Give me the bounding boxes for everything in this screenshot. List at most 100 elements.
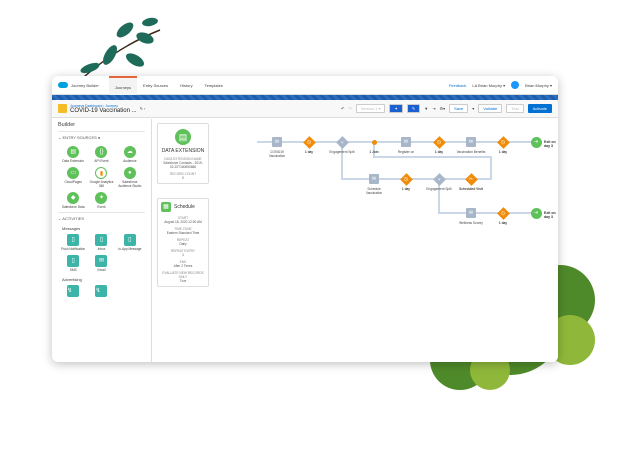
tab-history[interactable]: History [180,82,193,88]
entry-source-label: Data Extension [62,159,84,163]
breadcrumb[interactable]: Journeys Dashboard › Journey [70,103,118,108]
activity-label: 1 day [498,221,508,225]
settings-icon[interactable]: ⚙▾ [439,106,446,111]
activity-label: Vaccination Benefits [456,150,486,154]
exit-label: Exit on day 3 [544,140,556,148]
message-activity-item[interactable]: ▯Inbox [88,234,114,251]
entry-source-item[interactable]: ✦Event [88,192,114,209]
message-activity-item[interactable]: ✉Email [88,255,114,272]
activities-header[interactable]: ⌄ ACTIVITIES [58,212,145,224]
avatar[interactable] [511,81,520,89]
activity-label: 1 Join [369,150,379,154]
entry-source-icon: ◆ [67,192,80,204]
data-extension-icon: ▤ [175,129,191,145]
select-tool-button[interactable]: ✦ [389,104,403,113]
exit-activity-icon[interactable]: ⇥ [530,136,542,148]
connector-line [373,142,492,180]
calendar-icon: ▦ [161,202,171,212]
entry-source-item[interactable]: ●Salesforce Audience Studio [117,167,143,188]
app-header: Journey Builder Journeys Entry Sources H… [52,76,558,95]
filter-icon[interactable]: ▼ [424,106,429,111]
exit-activity-icon[interactable]: ⇥ [530,207,542,219]
email-activity-icon[interactable]: ✉ [272,137,282,147]
test-button[interactable]: Test [506,104,524,113]
dot-activity-icon[interactable] [371,139,377,145]
message-activity-label: SMS [69,268,77,272]
entry-sources-header[interactable]: ⌄ ENTRY SOURCES ● [58,131,145,143]
message-activity-icon: ▯ [95,234,108,246]
redo-icon[interactable]: ↷ [348,106,352,111]
entry-source-icon: ▤ [67,146,80,158]
email-activity-icon[interactable]: ✉ [401,137,411,147]
journey-toolbar: Journeys Dashboard › Journey COVID-19 Va… [52,100,558,118]
entry-source-item[interactable]: ▤Data Extension [60,146,86,163]
tab-journeys[interactable]: Journeys [108,76,138,95]
message-activity-item[interactable]: ▯Push Notification [60,234,86,251]
entry-source-label: CloudPages [64,180,82,184]
entry-source-icon: ✦ [95,192,108,204]
save-button[interactable]: Save [449,104,469,113]
activity-label: 1 day [498,150,508,154]
email-activity-icon[interactable]: ✉ [466,208,476,218]
user-menu[interactable]: Brian Murphy ▾ [525,82,552,88]
journey-icon [58,104,67,113]
activity-label: 1 day [304,150,314,154]
entry-source-item[interactable]: {}API Event [88,146,114,163]
message-activity-label: Push Notification [61,247,86,251]
data-extension-card[interactable]: ▤ DATA EXTENSION DATA EXTENSION NAME Sal… [157,123,209,184]
activity-label: Scheduled Visit [459,187,483,191]
journey-canvas[interactable]: ▤ DATA EXTENSION DATA EXTENSION NAME Sal… [152,119,558,362]
save-dropdown-icon[interactable]: ▾ [472,106,475,111]
activate-button[interactable]: Activate [527,104,552,113]
activity-label: 1 day [434,150,444,154]
message-activity-icon: ✉ [95,255,108,267]
connector-line [438,179,536,214]
exit-label: Exit on day 3 [544,211,556,219]
entry-source-label: API Event [94,159,109,163]
entry-source-icon: ● [123,167,136,179]
activity-label: Schedule Vaccination [365,187,383,195]
pen-tool-button[interactable]: ✎ [406,104,421,113]
entry-source-item[interactable]: ☁Audience [117,146,143,163]
org-menu[interactable]: LA Brian Murphy ▾ [472,82,506,88]
connector-line [341,142,471,180]
message-activity-icon: ▯ [123,234,136,246]
edit-icon[interactable]: ✎ › [139,106,146,111]
message-activity-icon: ▯ [67,255,80,267]
header-stripe [52,95,558,100]
ad-campaign-icon[interactable]: ↯ [95,285,108,297]
ad-audience-icon[interactable]: ↯ [67,285,80,297]
journey-builder-window: Journey Builder Journeys Entry Sources H… [52,76,558,362]
activity-label: Register on [397,150,415,154]
activity-label: Engagement Split [426,187,452,191]
entry-source-icon: ☁ [123,146,136,158]
message-activity-label: Inbox [97,247,106,251]
feedback-link[interactable]: Feedback [448,82,467,88]
tab-entry-sources[interactable]: Entry Sources [143,82,169,88]
message-activity-item[interactable]: ▯In-App Message [117,234,143,251]
entry-source-item[interactable]: ◆Salesforce Data [60,192,86,209]
message-activity-label: Email [97,268,106,272]
messages-header[interactable]: Messages [62,226,81,231]
email-activity-icon[interactable]: ✉ [369,174,379,184]
entry-source-label: Salesforce Audience Studio [118,180,142,188]
entry-source-label: Google Analytics 360 [89,180,114,188]
version-select[interactable]: Version 1 ▾ [355,104,386,113]
undo-icon[interactable]: ↶ [340,106,345,111]
tab-templates[interactable]: Templates [204,82,223,88]
entry-source-item[interactable]: ▮Google Analytics 360 [88,167,114,188]
entry-source-item[interactable]: ▭CloudPages [60,167,86,188]
entry-source-icon: {} [95,146,108,158]
message-activity-icon: ▯ [67,234,80,246]
activity-label: Engagement Split [329,150,355,154]
exit-icon[interactable]: ⇥ [432,106,436,111]
advertising-header[interactable]: Advertising [62,277,82,282]
activity-label: COVID19 Vaccination [268,150,286,158]
email-activity-icon[interactable]: ✉ [466,137,476,147]
message-activity-item[interactable]: ▯SMS [60,255,86,272]
validate-button[interactable]: Validate [478,104,503,113]
entry-source-icon: ▮ [95,167,108,179]
entry-source-label: Event [97,205,106,209]
salesforce-logo-icon [58,82,68,88]
